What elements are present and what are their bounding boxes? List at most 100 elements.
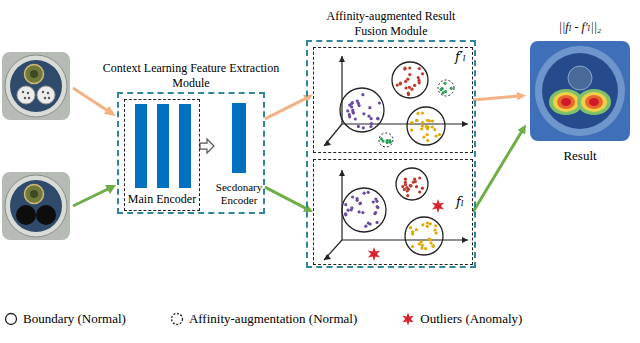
connector-line bbox=[265, 187, 306, 208]
legend: Boundary (Normal) Affinity-augmentation (… bbox=[4, 311, 522, 327]
legend-sample bbox=[4, 312, 18, 326]
axis bbox=[324, 240, 342, 260]
feature-dot bbox=[410, 129, 413, 132]
feature-dot bbox=[364, 225, 367, 228]
node-label: fₗ bbox=[456, 194, 464, 210]
wire bbox=[25, 65, 44, 84]
feature-dot bbox=[411, 245, 414, 248]
encoder-layer bbox=[179, 104, 191, 188]
feature-dot bbox=[424, 247, 427, 250]
feature-dot bbox=[350, 208, 353, 211]
feature-dot bbox=[378, 101, 381, 104]
feature-dot bbox=[358, 210, 361, 213]
feature-dot bbox=[443, 82, 446, 85]
node-label: Secdonary Encoder bbox=[212, 181, 266, 207]
outlier-star bbox=[403, 313, 414, 326]
feature-dot bbox=[363, 192, 366, 195]
heat-blob bbox=[553, 92, 579, 112]
graphic bbox=[42, 91, 44, 93]
feature-space-box: f′ₗ bbox=[313, 47, 473, 153]
feature-dot bbox=[404, 181, 407, 184]
feature-dot bbox=[415, 119, 418, 122]
feature-dot bbox=[409, 184, 412, 187]
feature-dot bbox=[370, 117, 373, 120]
feature-dot bbox=[347, 209, 350, 212]
cluster-boundary bbox=[407, 107, 445, 145]
feature-dot bbox=[426, 139, 429, 142]
cable-ring bbox=[5, 175, 67, 237]
node-drawing bbox=[314, 48, 474, 154]
feature-dot bbox=[351, 110, 354, 113]
feature-dot bbox=[433, 128, 436, 131]
feature-dot bbox=[407, 188, 410, 191]
graphic bbox=[27, 92, 29, 94]
graphic bbox=[24, 97, 26, 99]
feature-dot bbox=[418, 190, 421, 193]
feature-dot bbox=[406, 194, 409, 197]
feature-dot bbox=[372, 200, 375, 203]
feature-dot bbox=[361, 211, 364, 214]
feature-dot bbox=[431, 125, 434, 128]
module-box: Affinity-augmented Result Fusion Modulef… bbox=[306, 40, 476, 268]
feature-dot bbox=[344, 213, 347, 216]
feature-dot bbox=[346, 109, 349, 112]
legend-symbol bbox=[171, 314, 182, 325]
feature-dot bbox=[435, 135, 438, 138]
anomalous-input-image bbox=[2, 172, 70, 240]
feature-dot bbox=[421, 121, 424, 124]
feature-dot bbox=[411, 232, 414, 235]
axis-head bbox=[324, 140, 331, 146]
feature-dot bbox=[428, 238, 431, 241]
legend-text: Affinity-augmentation (Normal) bbox=[189, 311, 357, 327]
feature-dot bbox=[425, 125, 428, 128]
feature-dot bbox=[344, 203, 347, 206]
feature-dot bbox=[412, 181, 415, 184]
feature-dot bbox=[421, 112, 424, 115]
feature-dot bbox=[409, 184, 412, 187]
feature-dot bbox=[422, 135, 425, 138]
feature-dot bbox=[370, 122, 373, 125]
outlier-star bbox=[432, 199, 444, 213]
feature-dot bbox=[416, 112, 419, 115]
encoder-layer bbox=[232, 103, 246, 173]
cluster-boundary bbox=[392, 62, 428, 98]
feature-dot bbox=[435, 231, 438, 234]
axis-head bbox=[462, 237, 468, 243]
feature-dot bbox=[421, 72, 424, 75]
arrow-head bbox=[303, 95, 313, 103]
feature-dot bbox=[399, 82, 402, 85]
feature-dot bbox=[351, 101, 354, 104]
feature-dot bbox=[356, 100, 359, 103]
node-label: ||fₗ - f′ₗ||₂ bbox=[526, 20, 634, 34]
encoder-layer bbox=[135, 104, 147, 188]
feature-dot bbox=[408, 66, 411, 69]
legend-sample bbox=[401, 312, 415, 326]
feature-dot bbox=[438, 133, 441, 136]
feature-dot bbox=[403, 67, 406, 70]
feature-dot bbox=[406, 78, 409, 81]
node-label: Main Encoder bbox=[127, 192, 197, 206]
wire-center bbox=[30, 190, 38, 198]
feature-dot bbox=[420, 127, 423, 130]
feature-dot bbox=[434, 224, 437, 227]
cluster-boundary bbox=[405, 217, 443, 255]
feature-dot bbox=[369, 223, 372, 226]
feature-dot bbox=[440, 88, 443, 91]
axis bbox=[324, 124, 342, 146]
missing-wire bbox=[16, 205, 36, 225]
feature-dot bbox=[413, 84, 416, 87]
feature-dot bbox=[376, 117, 379, 120]
connector-line bbox=[473, 131, 522, 212]
cluster-boundary bbox=[342, 188, 386, 232]
encoder-layer bbox=[157, 104, 169, 188]
affinity-boundary bbox=[438, 80, 454, 96]
feature-dot bbox=[376, 205, 379, 208]
heat-blob bbox=[581, 92, 607, 112]
legend-item: Boundary (Normal) bbox=[4, 311, 126, 327]
feature-dot bbox=[354, 117, 357, 120]
feature-dot bbox=[431, 119, 434, 122]
missing-wire bbox=[36, 205, 56, 225]
feature-dot bbox=[433, 228, 436, 231]
cable-core bbox=[10, 180, 62, 232]
